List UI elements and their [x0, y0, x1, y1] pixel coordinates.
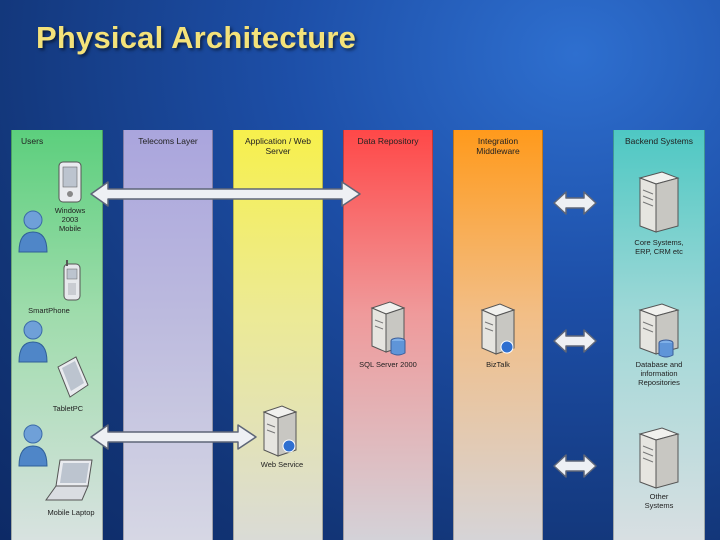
column-header-application-line1: Application / Web [245, 136, 311, 146]
double-arrow-icon [553, 329, 597, 353]
other-systems-label: Other Systems [616, 492, 702, 510]
database-line3: Repositories [638, 378, 680, 387]
double-arrow-icon [553, 454, 597, 478]
windows-mobile-label: Windows 2003 Mobile [44, 206, 96, 233]
sql-server-label: SQL Server 2000 [359, 360, 417, 369]
tablet-label: TabletPC [52, 404, 84, 413]
column-header-data: Data Repository [357, 136, 419, 146]
windows-mobile-line2: 2003 [61, 215, 79, 224]
double-arrow-icon [553, 191, 597, 215]
other-systems-line2: Systems [644, 501, 674, 510]
double-arrow-icon [90, 424, 257, 450]
database-repositories-label: Database and information Repositories [616, 360, 702, 387]
pda-icon [58, 161, 82, 203]
double-arrow-icon [90, 181, 361, 207]
web-service-label: Web Service [260, 460, 304, 469]
core-systems-label: Core Systems, ERP, CRM etc [616, 238, 702, 256]
other-systems-line1: Other [649, 492, 669, 501]
core-systems-line2: ERP, CRM etc [635, 247, 683, 256]
tablet-pc-icon [57, 356, 89, 398]
column-header-telecoms: Telecoms Layer [138, 136, 198, 146]
server-icon [262, 405, 298, 457]
server-icon [480, 303, 516, 355]
smartphone-label: SmartPhone [28, 306, 70, 315]
column-header-middleware: Integration Middleware [454, 136, 542, 156]
core-systems-line1: Core Systems, [634, 238, 684, 247]
database-icon [390, 337, 406, 356]
biztalk-label: BizTalk [486, 360, 510, 369]
page-title: Physical Architecture [36, 20, 357, 55]
laptop-icon [45, 459, 93, 501]
windows-mobile-line1: Windows [54, 206, 86, 215]
mobile-phone-icon [63, 260, 81, 301]
person-icon [18, 424, 48, 467]
person-icon [18, 320, 48, 363]
database-line1: Database and [635, 360, 683, 369]
column-header-users: Users [21, 136, 44, 146]
person-icon [18, 210, 48, 253]
column-header-application-line2: Server [265, 146, 291, 156]
windows-mobile-line3: Mobile [58, 224, 82, 233]
database-icon [658, 339, 674, 358]
server-icon [638, 427, 680, 489]
laptop-label: Mobile Laptop [47, 508, 95, 517]
column-header-application: Application / Web Server [234, 136, 322, 156]
column-header-backend: Backend Systems [624, 136, 694, 146]
server-icon [638, 171, 680, 233]
column-header-middleware-line1: Integration [477, 136, 519, 146]
column-header-middleware-line2: Middleware [476, 146, 520, 156]
database-line2: information [640, 369, 678, 378]
